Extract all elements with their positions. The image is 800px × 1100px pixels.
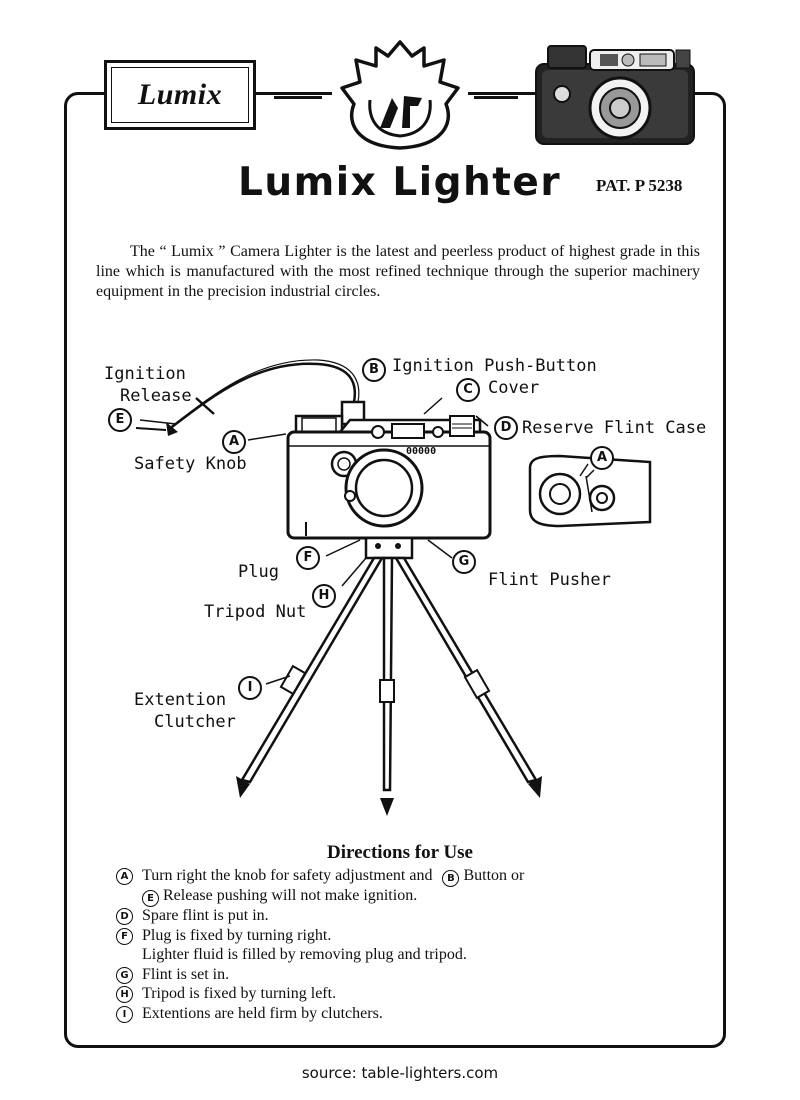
direction-text: Turn right the knob for safety adjustmen… (142, 867, 433, 884)
direction-text: Plug is fixed by turning right. (142, 926, 332, 944)
marker-f: F (296, 546, 320, 570)
label-plug: Plug (238, 562, 279, 582)
direction-item: I Extentions are held firm by clutchers. (116, 1004, 696, 1024)
direction-marker: H (116, 986, 133, 1003)
label-safety-knob: Safety Knob (134, 454, 247, 474)
direction-marker: G (116, 966, 133, 984)
direction-item: Lighter fluid is filled by removing plug… (116, 945, 696, 965)
label-flint-pusher: Flint Pusher (488, 570, 611, 590)
page-title: Lumix Lighter (238, 160, 562, 205)
label-extention-clutcher-1: Extention (134, 690, 227, 710)
camera-photo-icon (535, 45, 695, 145)
marker-c: C (456, 378, 480, 402)
direction-marker: F (116, 927, 133, 945)
marker-e: E (108, 408, 132, 432)
marker-a: A (222, 430, 246, 454)
direction-marker: E (142, 890, 159, 907)
direction-text: Button or (463, 867, 525, 884)
direction-item: D Spare flint is put in. (116, 906, 696, 926)
label-cover: Cover (488, 378, 540, 398)
marker-d: D (494, 416, 518, 440)
direction-text: Spare flint is put in. (142, 907, 269, 924)
direction-text: Tripod is fixed by turning left. (142, 985, 337, 1002)
patent-number: PAT. P 5238 (596, 176, 683, 195)
direction-marker: I (116, 1005, 133, 1023)
label-ignition-release-1: Ignition (104, 364, 186, 384)
direction-text: Flint is set in. (142, 965, 230, 983)
header-dash-left (274, 96, 322, 99)
lotus-emblem-icon (332, 36, 468, 154)
directions-list: A Turn right the knob for safety adjustm… (116, 866, 696, 1023)
camera-counter: 00000 (406, 446, 437, 457)
intro-paragraph: The “ Lumix ” Camera Lighter is the late… (96, 243, 700, 300)
marker-i: I (238, 676, 262, 700)
marker-g: G (452, 550, 476, 574)
direction-text: Lighter fluid is filled by removing plug… (142, 946, 467, 963)
lighter-diagram (135, 359, 652, 816)
direction-item: G Flint is set in. (116, 965, 696, 985)
label-reserve-flint-case: Reserve Flint Case (522, 418, 707, 438)
lumix-logo-text: Lumix (111, 67, 249, 123)
directions-title: Directions for Use (327, 842, 473, 863)
direction-item: H Tripod is fixed by turning left. (116, 984, 696, 1004)
label-extention-clutcher-2: Clutcher (154, 712, 236, 732)
direction-text: Extentions are held firm by clutchers. (142, 1004, 383, 1022)
source-credit: source: table-lighters.com (301, 1064, 499, 1082)
header-dash-right (474, 96, 518, 99)
lumix-logo: Lumix (104, 60, 256, 130)
direction-item: A Turn right the knob for safety adjustm… (116, 866, 696, 887)
direction-marker: B (442, 870, 460, 887)
marker-h: H (312, 584, 336, 608)
marker-a-detail: A (590, 446, 614, 470)
label-tripod-nut: Tripod Nut (204, 602, 307, 622)
label-ignition-push-button: Ignition Push-Button (392, 356, 597, 376)
marker-b: B (362, 358, 386, 382)
direction-marker: D (116, 908, 133, 925)
direction-item: F Plug is fixed by turning right. (116, 926, 696, 946)
direction-marker: A (116, 868, 133, 885)
label-ignition-release-2: Release (120, 386, 192, 406)
direction-text: Release pushing will not make ignition. (163, 887, 418, 904)
